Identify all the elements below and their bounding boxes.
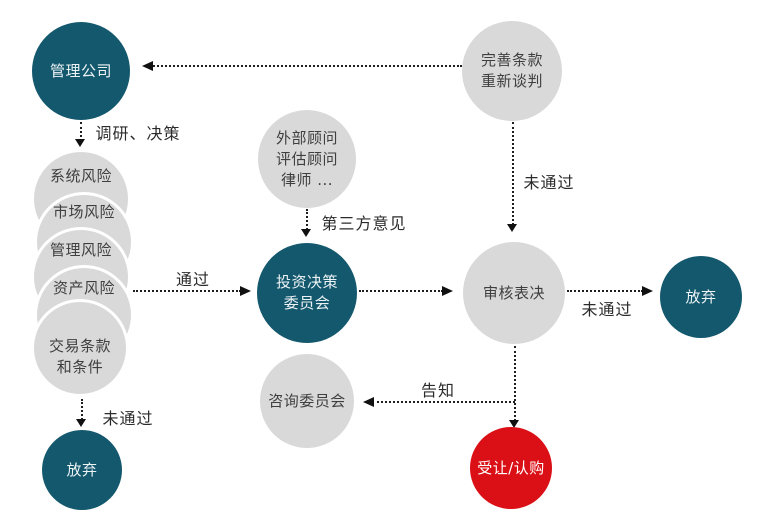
node-label: 放弃 (66, 460, 98, 479)
node-label: 管理公司 (49, 61, 112, 80)
node-advisory-committee: 咨询委员会 (260, 354, 354, 448)
edge-label-passed: 通过 (175, 270, 211, 289)
edge-label-not-passed-left: 未通过 (102, 409, 154, 428)
node-label: 审核表决 (482, 283, 545, 302)
arrowhead-left-icon (142, 61, 153, 71)
node-label: 投资决策 委员会 (275, 273, 338, 312)
arrowhead-down-icon (507, 224, 517, 232)
edge-label-inform: 告知 (420, 381, 456, 400)
node-label: 咨询委员会 (268, 391, 346, 410)
arrowhead-down-icon (509, 420, 519, 428)
edge-advisors-to-committee (306, 209, 308, 230)
edge-label-not-passed-top: 未通过 (523, 173, 575, 192)
edge-review-to-advisory (372, 401, 515, 403)
node-investment-committee: 投资决策 委员会 (257, 243, 357, 343)
arrowhead-down-icon (75, 139, 85, 147)
arrowhead-right-icon (442, 286, 453, 296)
node-label: 系统风险 (49, 167, 112, 185)
node-label: 市场风险 (52, 203, 115, 221)
node-label: 管理风险 (49, 241, 112, 259)
node-label: 完善条款 重新谈判 (480, 51, 543, 90)
node-label: 外部顾问 评估顾问 律师 ... (275, 128, 338, 189)
node-label: 放弃 (685, 287, 717, 306)
node-management-company: 管理公司 (32, 22, 130, 120)
node-renegotiate: 完善条款 重新谈判 (462, 21, 562, 121)
arrowhead-right-icon (642, 286, 653, 296)
edge-label-research-decision: 调研、决策 (95, 124, 181, 143)
edge-review-to-abandon (567, 290, 643, 292)
node-abandon-left: 放弃 (42, 430, 122, 510)
edge-label-not-passed-right: 未通过 (581, 300, 633, 319)
arrowhead-down-icon (301, 229, 311, 237)
edge-terms-to-abandon (81, 399, 83, 420)
arrowhead-down-icon (76, 419, 86, 427)
node-deal-terms: 交易条款 和条件 (31, 299, 129, 397)
node-label: 受让/认购 (477, 458, 545, 477)
edge-renegotiate-to-review (512, 122, 514, 225)
edge-renegotiate-to-management (150, 65, 462, 67)
edge-risks-to-committee (133, 290, 241, 292)
node-external-advisors: 外部顾问 评估顾问 律师 ... (258, 110, 356, 208)
edge-label-third-party-opinion: 第三方意见 (321, 214, 407, 233)
edge-management-to-risks (80, 122, 82, 141)
arrowhead-left-icon (363, 397, 374, 407)
node-label: 资产风险 (52, 279, 115, 297)
node-abandon-right: 放弃 (660, 256, 742, 338)
arrowhead-right-icon (240, 286, 251, 296)
node-subscribe: 受让/认购 (470, 427, 552, 509)
node-label: 交易条款 和条件 (48, 337, 111, 376)
edge-review-to-subscribe (514, 346, 516, 421)
node-review-vote: 审核表决 (463, 242, 565, 344)
edge-committee-to-review (359, 290, 443, 292)
